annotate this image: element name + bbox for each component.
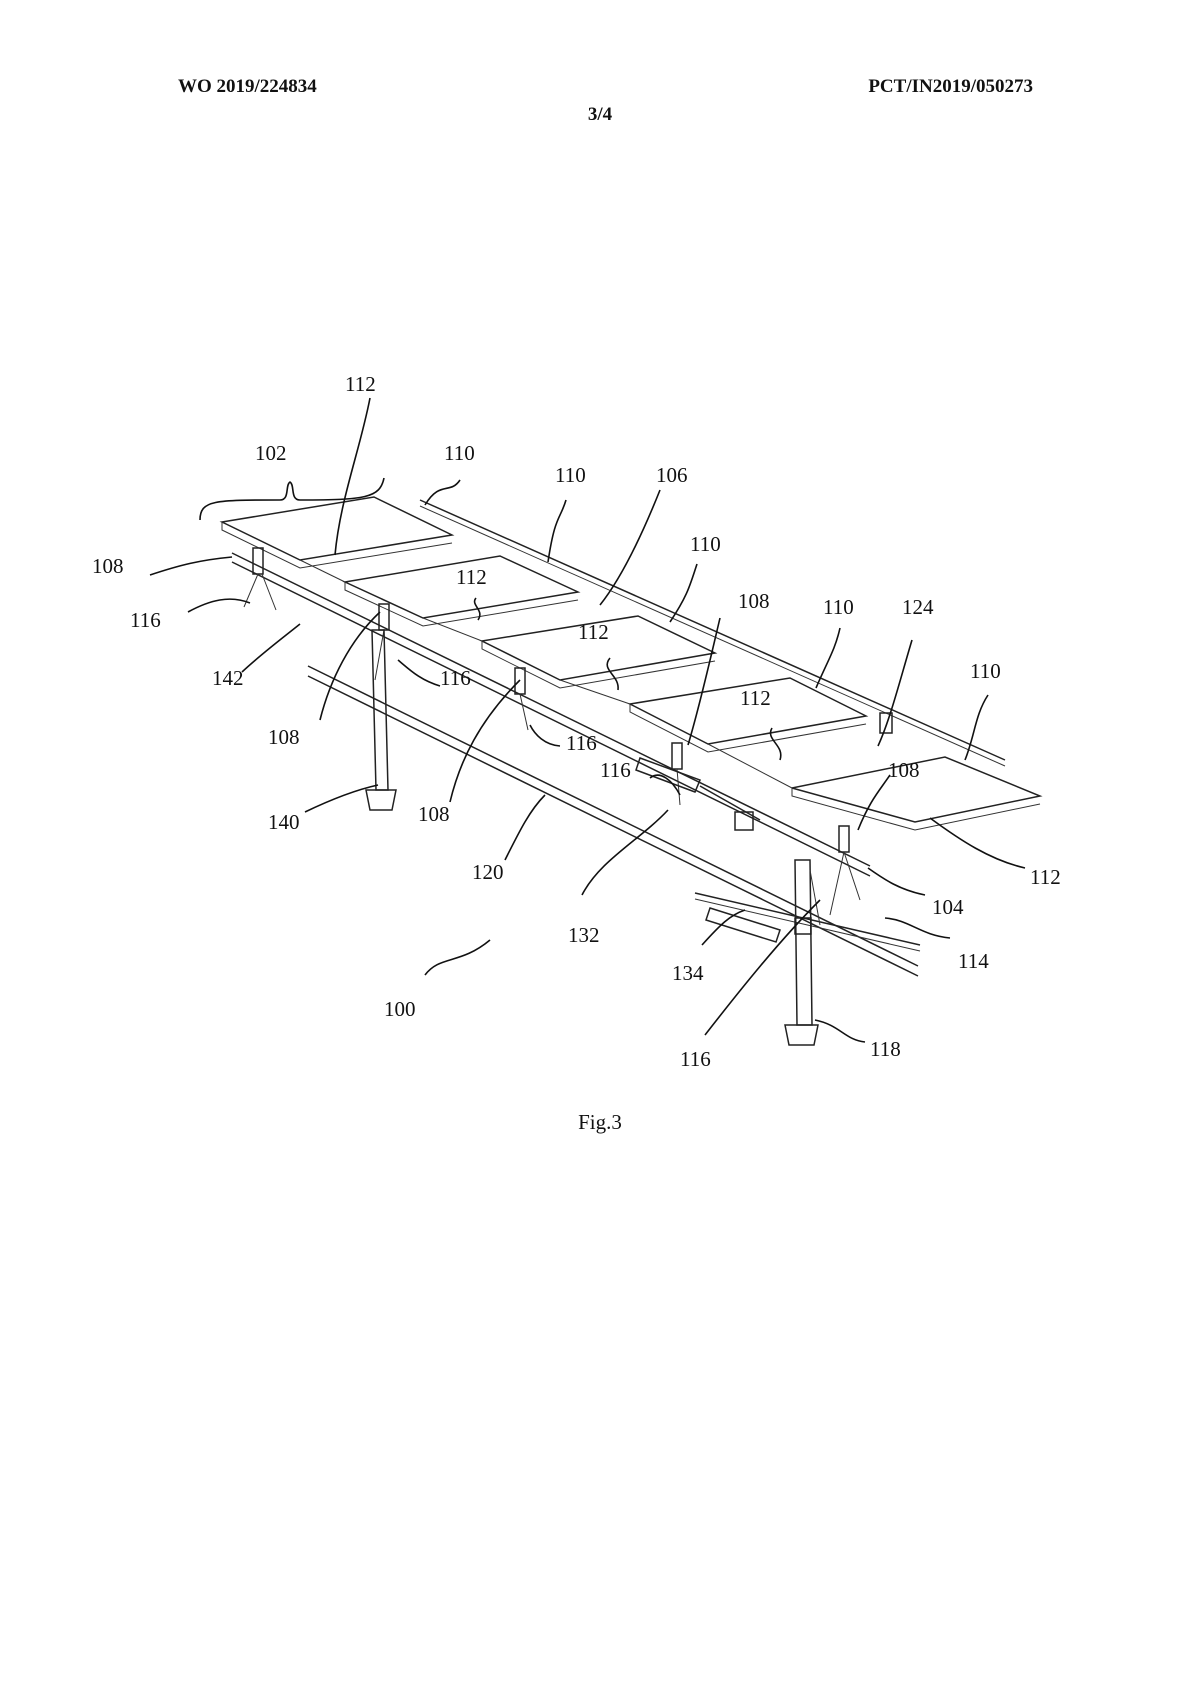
label-108: 108 bbox=[92, 554, 124, 578]
end-bracket bbox=[880, 713, 892, 733]
torque-tube bbox=[308, 666, 918, 966]
label-116: 116 bbox=[440, 666, 471, 690]
label-112: 112 bbox=[578, 620, 609, 644]
label-110: 110 bbox=[823, 595, 854, 619]
label-132: 132 bbox=[568, 923, 600, 947]
label-108: 108 bbox=[738, 589, 770, 613]
label-112: 112 bbox=[740, 686, 771, 710]
panel-1 bbox=[222, 497, 452, 560]
label-104: 104 bbox=[932, 895, 964, 919]
label-142: 142 bbox=[212, 666, 244, 690]
label-102: 102 bbox=[255, 441, 287, 465]
label-120: 120 bbox=[472, 860, 504, 884]
label-110: 110 bbox=[555, 463, 586, 487]
label-110: 110 bbox=[444, 441, 475, 465]
front-beam bbox=[232, 553, 870, 866]
label-110: 110 bbox=[970, 659, 1001, 683]
label-108: 108 bbox=[418, 802, 450, 826]
label-116: 116 bbox=[680, 1047, 711, 1071]
label-110: 110 bbox=[690, 532, 721, 556]
label-112: 112 bbox=[345, 372, 376, 396]
label-134: 134 bbox=[672, 961, 704, 985]
label-116: 116 bbox=[600, 758, 631, 782]
label-108: 108 bbox=[888, 758, 920, 782]
label-112: 112 bbox=[1030, 865, 1061, 889]
label-116: 116 bbox=[130, 608, 161, 632]
label-100: 100 bbox=[384, 997, 416, 1021]
label-112: 112 bbox=[456, 565, 487, 589]
label-116: 116 bbox=[566, 731, 597, 755]
figure-caption: Fig.3 bbox=[0, 1110, 1200, 1135]
label-118: 118 bbox=[870, 1037, 901, 1061]
label-124: 124 bbox=[902, 595, 934, 619]
label-114: 114 bbox=[958, 949, 989, 973]
label-108: 108 bbox=[268, 725, 300, 749]
label-140: 140 bbox=[268, 810, 300, 834]
label-106: 106 bbox=[656, 463, 688, 487]
leg-118 bbox=[795, 860, 812, 1025]
